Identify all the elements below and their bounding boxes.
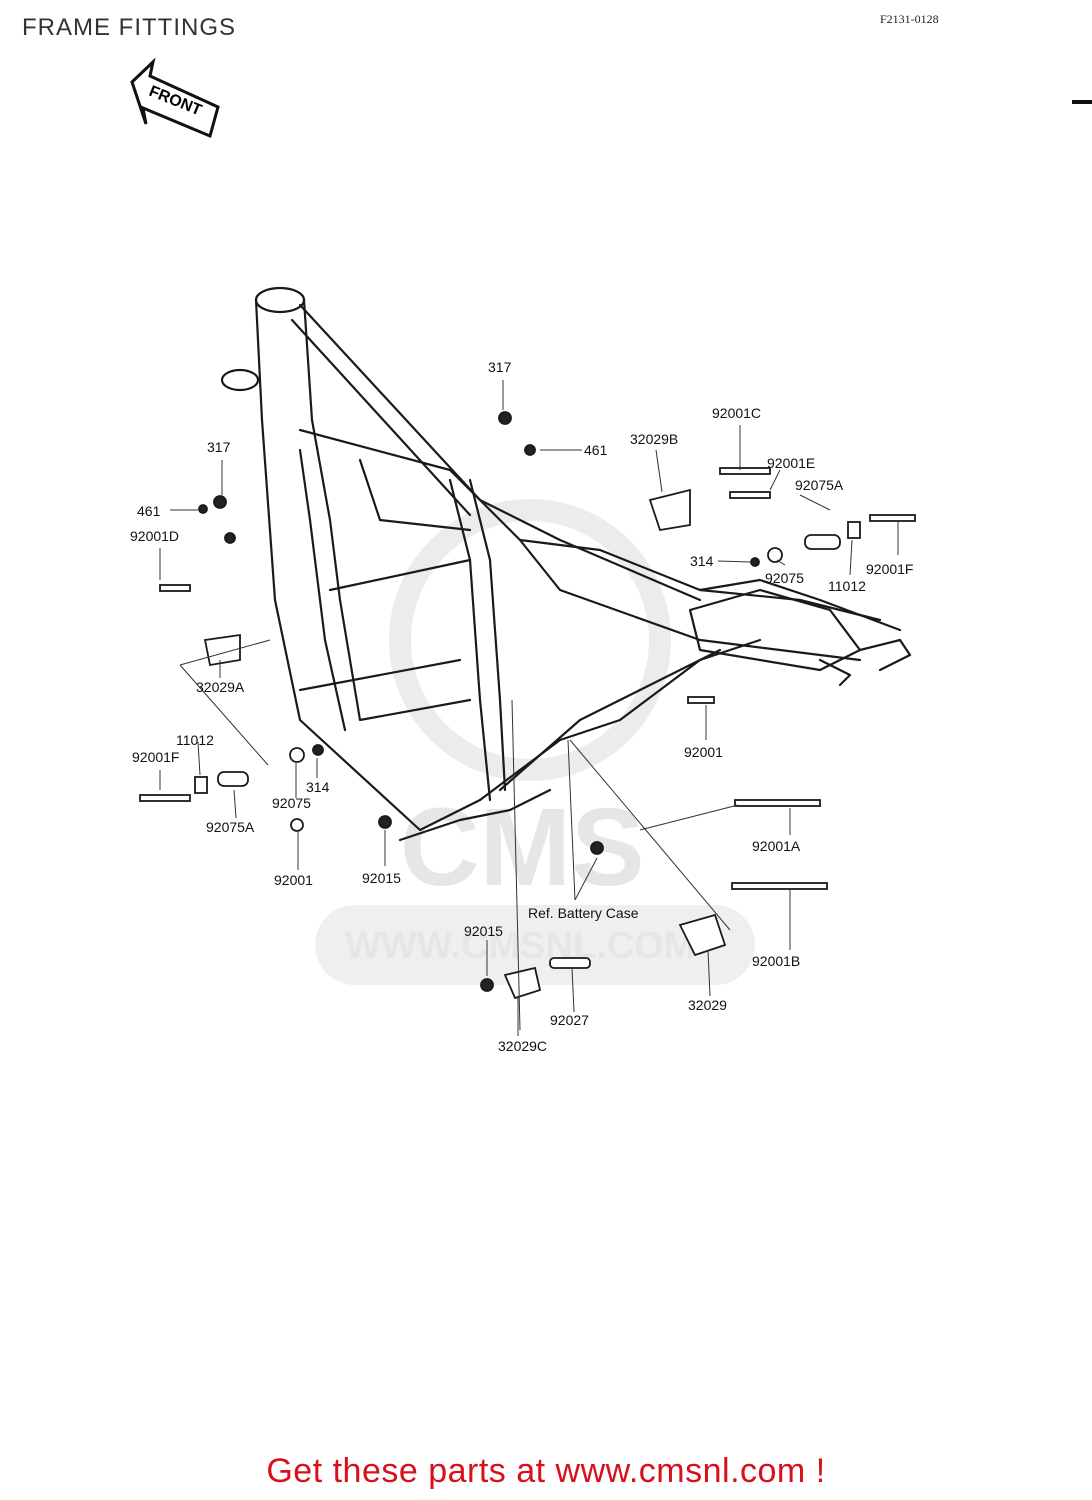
edge-mark (1072, 100, 1092, 104)
footer-link[interactable]: Get these parts at www.cmsnl.com ! (266, 1452, 826, 1490)
part-label: Ref. Battery Case (528, 905, 639, 921)
part-label: 92027 (550, 1012, 589, 1028)
page-title: FRAME FITTINGS (22, 14, 236, 41)
part-label: 92015 (464, 923, 503, 939)
part-label: 461 (137, 503, 161, 519)
part-label: 92075 (272, 795, 311, 811)
part-label: 92075A (206, 819, 255, 835)
part-label: 32029B (630, 431, 678, 447)
part-label: 317 (488, 359, 512, 375)
frame-outline (220, 286, 912, 842)
watermark-url: WWW.CMSNL.COM (345, 925, 695, 967)
watermark: CMS WWW.CMSNL.COM (315, 499, 755, 985)
part-label: 92001 (274, 872, 313, 888)
part-label: 11012 (828, 578, 866, 594)
hardware (139, 411, 916, 1000)
part-label: 92001F (866, 561, 913, 577)
part-label: 32029 (688, 997, 727, 1013)
part-label: 92001E (767, 455, 815, 471)
part-label: 32029C (498, 1038, 547, 1054)
part-label: 92001D (130, 528, 179, 544)
part-label: 92015 (362, 870, 401, 886)
front-arrow: FRONT (130, 57, 220, 139)
part-label: 314 (690, 553, 714, 569)
part-label: 92001 (684, 744, 723, 760)
diagram-code: F2131-0128 (880, 12, 939, 26)
part-label: 92001B (752, 953, 800, 969)
part-label: 92001F (132, 749, 179, 765)
part-label: 92001A (752, 838, 801, 854)
part-label: 92001C (712, 405, 761, 421)
part-label: 317 (207, 439, 231, 455)
part-label: 92075A (795, 477, 844, 493)
leader-lines (159, 380, 899, 1036)
part-label: 32029A (196, 679, 245, 695)
part-label: 314 (306, 779, 330, 795)
part-label: 92075 (765, 570, 804, 586)
part-label: 11012 (176, 732, 214, 748)
part-labels: 317 461 92001C 32029B 92001E 92075A 317 … (130, 359, 913, 1054)
frame-diagram: CMS WWW.CMSNL.COM FRONT (130, 57, 916, 1054)
part-label: 461 (584, 442, 608, 458)
